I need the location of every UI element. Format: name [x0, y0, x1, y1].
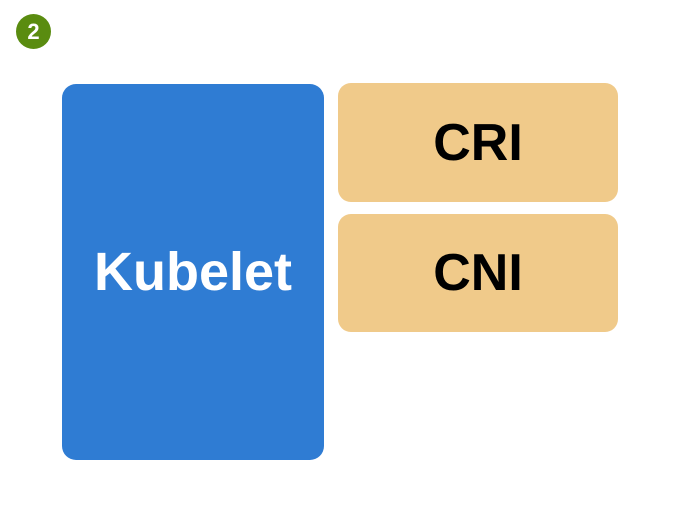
cni-label: CNI: [433, 244, 523, 302]
cri-box: CRI: [338, 83, 618, 202]
kubelet-label: Kubelet: [93, 242, 293, 302]
step-number-badge: 2: [16, 14, 51, 49]
kubelet-box: Kubelet: [62, 84, 324, 460]
cri-label: CRI: [433, 113, 523, 172]
cni-box: CNI: [338, 214, 618, 332]
